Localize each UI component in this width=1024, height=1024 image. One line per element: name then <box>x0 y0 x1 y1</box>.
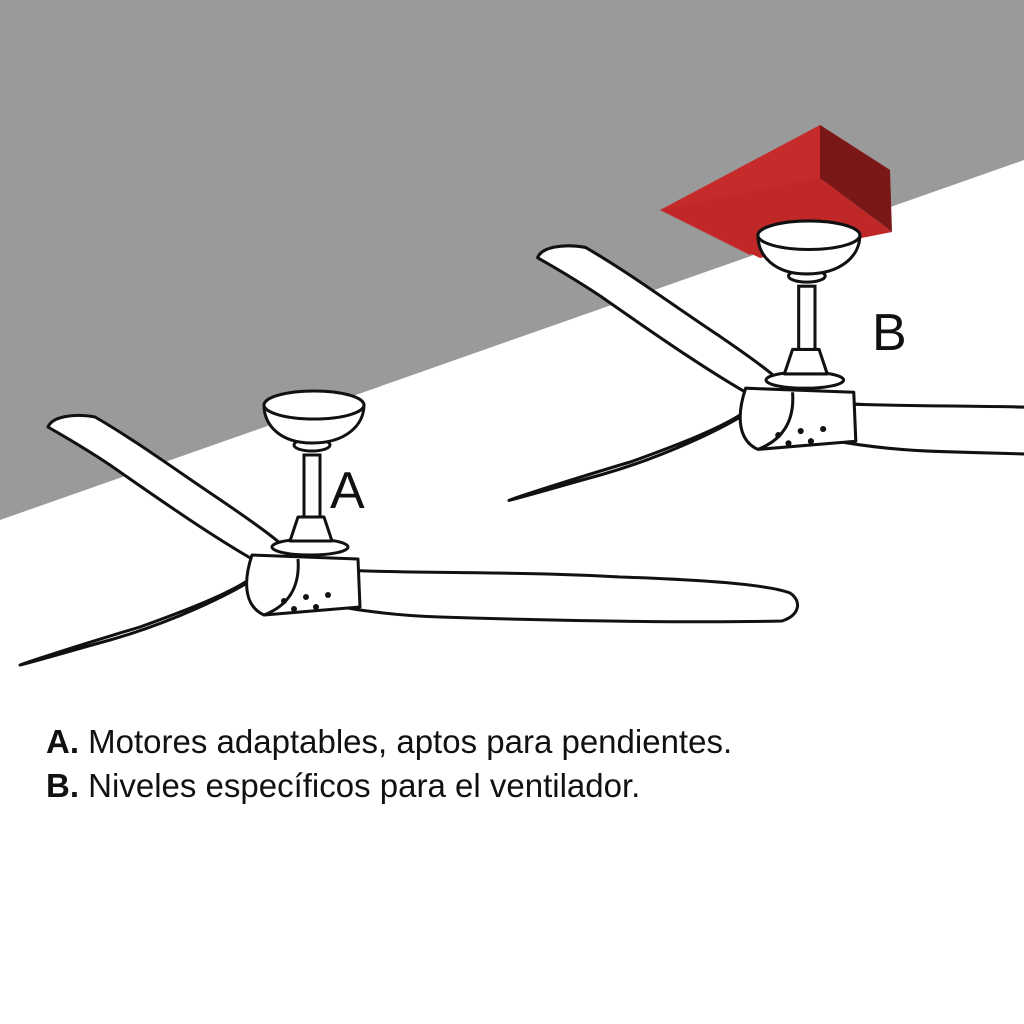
fan-a-label: A <box>330 462 365 520</box>
legend-key: A. <box>46 723 79 760</box>
legend-item-a: A.Motores adaptables, aptos para pendien… <box>46 720 732 764</box>
fan-b <box>507 219 1024 502</box>
legend-text: Motores adaptables, aptos para pendiente… <box>88 723 733 760</box>
legend-item-b: B.Niveles específicos para el ventilador… <box>46 764 732 808</box>
legend: A.Motores adaptables, aptos para pendien… <box>46 720 732 808</box>
legend-key: B. <box>46 767 79 804</box>
sloped-ceiling <box>0 0 1024 520</box>
fan-b-label: B <box>872 304 907 362</box>
fan-diagram: A B <box>0 0 1024 667</box>
legend-text: Niveles específicos para el ventilador. <box>88 767 641 804</box>
